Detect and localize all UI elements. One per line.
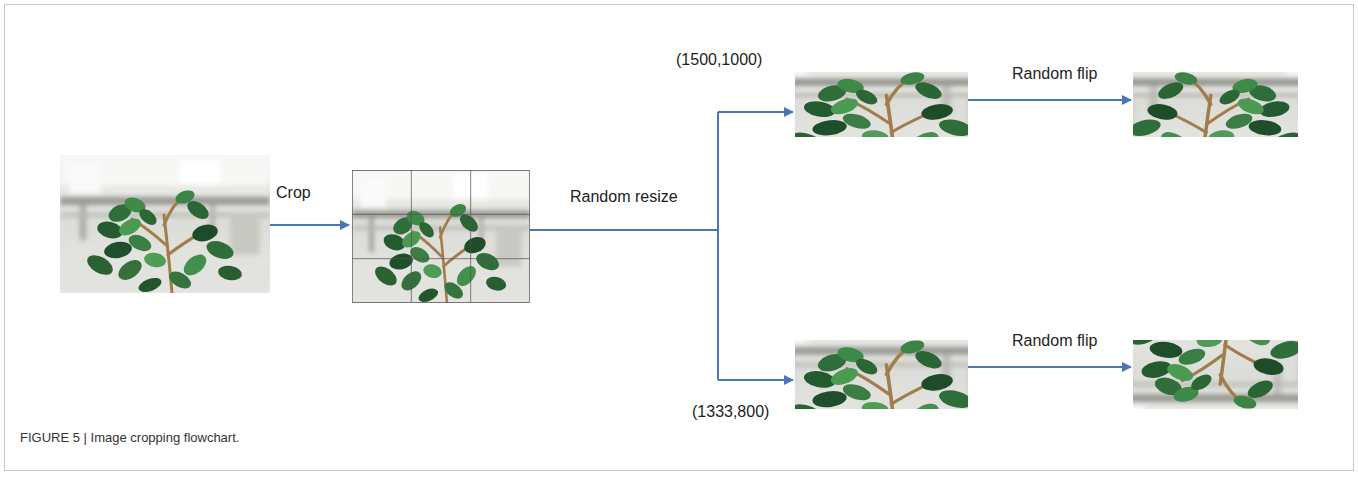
step-label: Random flip	[1012, 331, 1097, 350]
size-label: (1333,800)	[692, 402, 769, 421]
resized-photo	[758, 306, 1018, 444]
flow-arrow	[718, 379, 793, 381]
resized-photo	[758, 40, 1018, 170]
flow-line	[530, 229, 718, 231]
size-label: (1500,1000)	[676, 50, 762, 69]
flow-arrow	[968, 366, 1131, 368]
grid-photo	[352, 170, 530, 305]
flow-arrow	[968, 99, 1131, 101]
figure-frame	[5, 5, 1354, 471]
flow-line	[717, 112, 719, 380]
step-label: Random flip	[1012, 64, 1097, 83]
flipped-photo	[1086, 40, 1334, 170]
figure-caption: FIGURE 5 | Image cropping flowchart.	[20, 430, 239, 446]
flipped-photo	[1098, 306, 1346, 444]
source-photo	[60, 155, 270, 295]
flow-arrow	[718, 111, 793, 113]
flow-arrow	[270, 224, 349, 226]
step-label: Crop	[276, 183, 311, 202]
step-label: Random resize	[570, 187, 678, 206]
